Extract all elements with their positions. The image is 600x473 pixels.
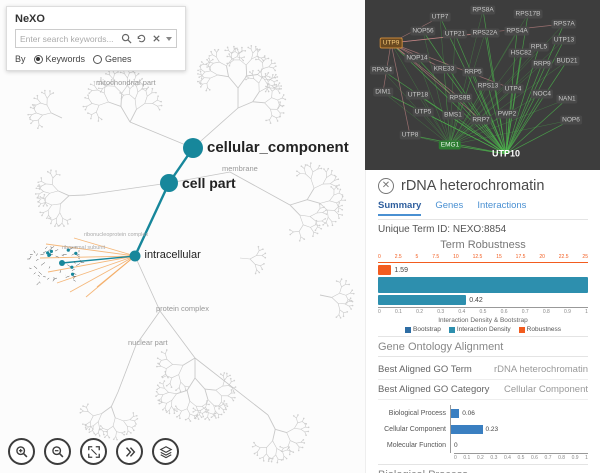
tab-interactions[interactable]: Interactions xyxy=(477,200,527,211)
network-node-noc4[interactable]: NOC4 xyxy=(530,89,554,99)
tab-genes[interactable]: Genes xyxy=(435,200,464,211)
network-node-nop56[interactable]: NOP56 xyxy=(410,26,436,36)
network-node-rrp9[interactable]: RRP9 xyxy=(531,59,553,69)
network-node-utp13[interactable]: UTP13 xyxy=(551,35,577,45)
divider xyxy=(378,219,588,220)
radio-keywords-circle[interactable] xyxy=(33,54,43,64)
search-input[interactable] xyxy=(20,33,118,44)
network-node-bms1[interactable]: BMS1 xyxy=(442,110,464,120)
clear-icon[interactable] xyxy=(150,32,163,45)
search-box[interactable] xyxy=(15,29,177,48)
network-node-emg1[interactable]: EMG1 xyxy=(438,140,462,150)
robustness-bar-bootstrap xyxy=(378,277,588,293)
ontology-tree-canvas[interactable] xyxy=(0,0,365,473)
network-node-hsc82[interactable]: HSC82 xyxy=(508,48,534,58)
zoom-out-button[interactable] xyxy=(44,438,71,465)
network-node-rps4a[interactable]: RPS4A xyxy=(504,26,530,36)
network-node-rrp5[interactable]: RRP5 xyxy=(462,67,484,77)
network-node-utp18[interactable]: UTP18 xyxy=(405,90,431,100)
close-icon[interactable]: ✕ xyxy=(378,178,394,194)
network-node-utp7[interactable]: UTP7 xyxy=(429,12,451,22)
search-icon[interactable] xyxy=(120,32,133,45)
radio-genes-circle[interactable] xyxy=(93,54,103,64)
divider xyxy=(378,464,588,465)
app-title: NeXO xyxy=(15,13,45,25)
reset-icon[interactable] xyxy=(135,32,148,45)
alignment-row-category: Best Aligned GO Category Cellular Compon… xyxy=(378,380,588,400)
divider xyxy=(378,336,588,337)
network-node-utp9[interactable]: UTP9 xyxy=(379,37,403,49)
detail-header: ✕ rDNA heterochromatin xyxy=(378,178,588,194)
term-title: rDNA heterochromatin xyxy=(401,178,545,194)
alignment-row-term: Best Aligned GO Term rDNA heterochromati… xyxy=(378,360,588,380)
network-node-utp5[interactable]: UTP5 xyxy=(412,107,434,117)
zoom-in-button[interactable] xyxy=(8,438,35,465)
network-node-rpl5[interactable]: RPL5 xyxy=(528,42,550,52)
network-node-rrp7[interactable]: RRP7 xyxy=(470,115,492,125)
network-node-utp10[interactable]: UTP10 xyxy=(491,148,521,159)
detail-tabs: Summary Genes Interactions xyxy=(378,200,588,216)
term-detail-panel: ✕ rDNA heterochromatin Summary Genes Int… xyxy=(365,170,600,473)
by-label: By xyxy=(15,54,26,64)
network-node-nop6[interactable]: NOP6 xyxy=(560,115,582,125)
network-node-utp21[interactable]: UTP21 xyxy=(442,29,468,39)
tab-summary[interactable]: Summary xyxy=(378,200,422,216)
network-node-nop14[interactable]: NOP14 xyxy=(404,53,430,63)
network-node-nan1[interactable]: NAN1 xyxy=(556,94,578,104)
network-node-utp8[interactable]: UTP8 xyxy=(399,130,421,140)
network-node-rps22a[interactable]: RPS22A xyxy=(470,28,500,38)
fit-to-screen-button[interactable] xyxy=(80,438,107,465)
go-alignment-heading: Gene Ontology Alignment xyxy=(378,341,504,353)
network-node-utp4[interactable]: UTP4 xyxy=(502,84,524,94)
unique-term-id: Unique Term ID: NEXO:8854 xyxy=(378,224,507,235)
network-node-rps9b[interactable]: RPS9B xyxy=(447,93,473,103)
search-panel: NeXO By Keywords xyxy=(6,6,186,71)
network-node-rps7a[interactable]: RPS7A xyxy=(551,19,577,29)
network-node-kre33[interactable]: KRE33 xyxy=(431,64,457,74)
network-node-rpa34[interactable]: RPA34 xyxy=(369,65,395,75)
network-node-pwp2[interactable]: PWP2 xyxy=(495,109,519,119)
network-node-rps13[interactable]: RPS13 xyxy=(475,81,501,91)
divider xyxy=(378,356,588,357)
network-node-bud21[interactable]: BUD21 xyxy=(554,56,580,66)
map-toolbar xyxy=(8,438,179,465)
radio-keywords[interactable]: Keywords xyxy=(33,54,85,64)
robustness-bar-robustness: 1.59 xyxy=(378,265,588,275)
network-node-rps8a[interactable]: RPS8A xyxy=(470,5,496,15)
layers-button[interactable] xyxy=(152,438,179,465)
radio-genes[interactable]: Genes xyxy=(93,54,132,64)
network-node-dim1[interactable]: DIM1 xyxy=(373,87,393,97)
search-mode-row: By Keywords Genes xyxy=(15,54,177,64)
expand-collapse-button[interactable] xyxy=(116,438,143,465)
chevron-down-icon[interactable] xyxy=(166,36,172,41)
biological-process-heading: Biological Process xyxy=(378,469,588,473)
robustness-axis-label: Interaction Density & Bootstrap xyxy=(438,317,528,324)
network-node-rps17b[interactable]: RPS17B xyxy=(513,9,543,19)
term-robustness-heading: Term Robustness xyxy=(440,239,526,251)
robustness-bar-interaction-density: 0.42 xyxy=(378,295,588,305)
